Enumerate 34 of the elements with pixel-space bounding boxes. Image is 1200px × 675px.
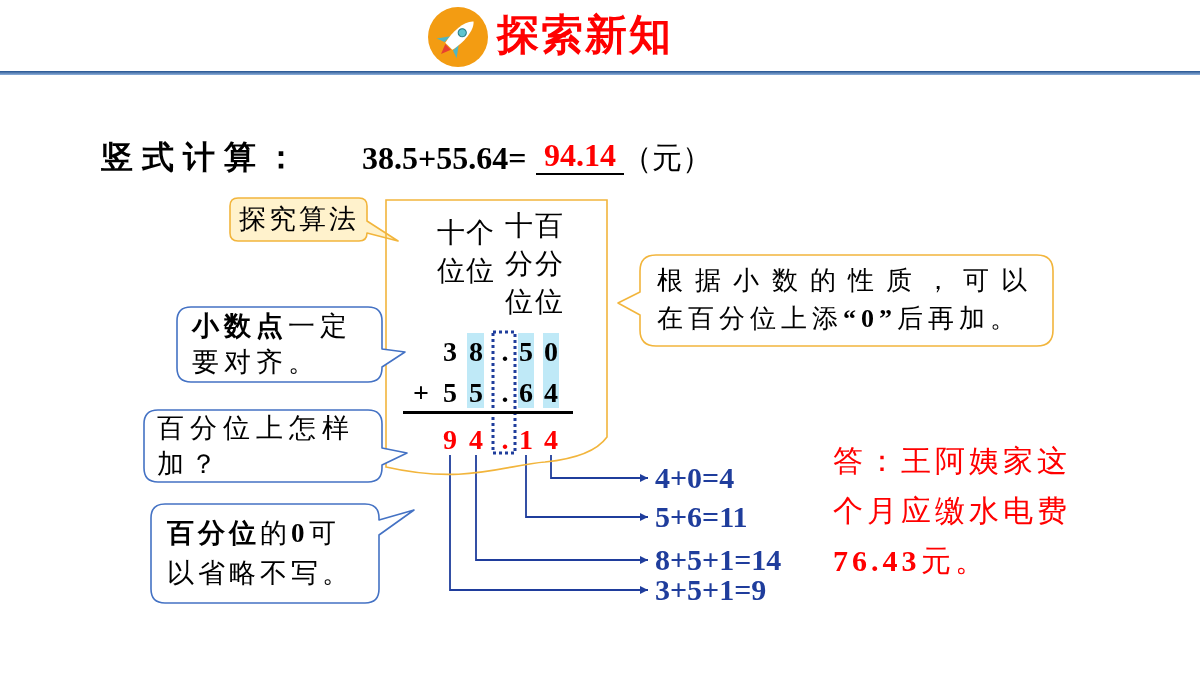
sum-digit: 9: [438, 425, 462, 455]
callout-text: 探究算法: [237, 203, 360, 236]
addend-row-text: 3 8 . 5 0: [442, 337, 559, 367]
speech-bubble: [143, 409, 409, 484]
callout-text: 百分位上怎样加？: [157, 412, 356, 481]
speech-bubble: [150, 503, 415, 605]
answer-blank: 94.14: [536, 136, 624, 175]
sum-digit: 4: [464, 425, 488, 455]
place-value-label: 个位: [466, 216, 494, 288]
connector-arrow: [525, 454, 649, 521]
addend-row-text: + 5 5 . 6 4: [412, 378, 559, 408]
speech-bubble: [176, 306, 407, 384]
equation-text: 8+5+1=14: [648, 546, 782, 574]
speech-bubble: [617, 254, 1054, 348]
connector-arrow: [449, 454, 649, 594]
callout-text: 根据小数的性质，可以在百分位上添“0”后再加。: [657, 265, 1037, 335]
instruction-text: 竖式计算：: [101, 138, 306, 176]
equation-text: 5+6=11: [648, 503, 748, 531]
connector-arrow: [475, 454, 649, 564]
place-value-label: 百分位: [535, 209, 563, 319]
sum-digit: 4: [539, 425, 563, 455]
connector-arrow: [550, 454, 649, 482]
equation-text: 4+0=4: [648, 464, 735, 492]
equation-text: 38.5+55.64=: [362, 139, 527, 177]
sum-digit: 1: [514, 425, 538, 455]
page-title: 探索新知: [497, 10, 673, 60]
callout-tag: [229, 197, 399, 243]
decimal-point: .: [500, 425, 510, 455]
unit-text: （元）: [622, 140, 712, 176]
place-value-label: 十分位: [505, 209, 533, 319]
place-value-label: 十位: [437, 216, 465, 288]
callout-text: 小数点一定要对齐。: [192, 310, 353, 379]
answer-text: 答：王阿姨家这个月应缴水电费76.43元。: [833, 443, 1072, 579]
equation-text: 3+5+1=9: [648, 576, 767, 604]
